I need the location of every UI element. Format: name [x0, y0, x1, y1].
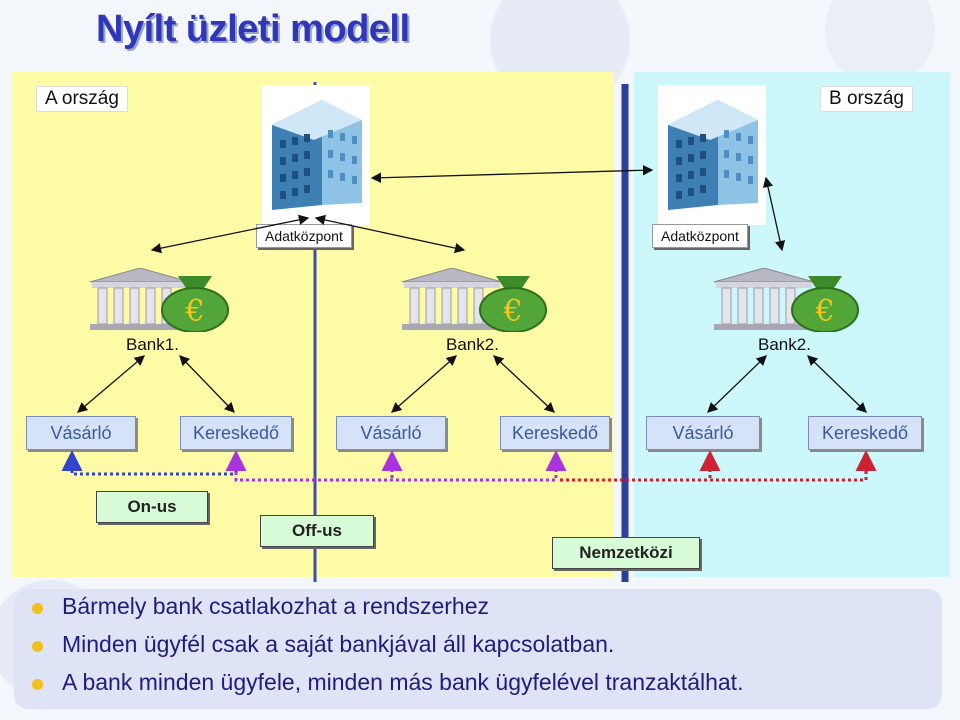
bullet-list: Bármely bank csatlakozhat a rendszerhez …: [14, 589, 942, 709]
slide-title: Nyílt üzleti modell: [96, 8, 410, 50]
datacenter-building-icon: [262, 85, 370, 225]
bank-building-icon: [401, 268, 504, 330]
bank-label: Bank2.: [758, 335, 811, 354]
on-us-box: On-us: [96, 491, 208, 523]
role-box-buyer: Vásárló: [646, 416, 760, 450]
international-box: Nemzetközi: [552, 537, 700, 569]
euro-money-bag-icon: €: [791, 276, 859, 332]
off-us-box: Off-us: [260, 515, 374, 547]
country-a-label: A ország: [36, 86, 128, 112]
bullet-dot: [32, 641, 43, 652]
bullet-dot: [32, 679, 43, 690]
bank-label: Bank1.: [126, 335, 179, 354]
datacenter-label: Adatközpont: [652, 224, 748, 248]
datacenter-label: Adatközpont: [256, 224, 352, 248]
bullet-dot: [32, 603, 43, 614]
bullet-item: A bank minden ügyfele, minden más bank ü…: [62, 669, 744, 695]
role-box-buyer: Vásárló: [336, 416, 446, 450]
datacenter-building-icon: [658, 85, 766, 225]
svg-text:€: €: [184, 294, 204, 329]
bullet-item: Minden ügyfél csak a saját bankjával áll…: [62, 631, 615, 657]
bullet-item: Bármely bank csatlakozhat a rendszerhez: [62, 593, 489, 619]
country-b-label: B ország: [820, 86, 913, 112]
svg-text:€: €: [814, 294, 834, 329]
svg-text:€: €: [502, 294, 522, 329]
role-box-merchant: Kereskedő: [808, 416, 922, 450]
role-box-merchant: Kereskedő: [180, 416, 292, 450]
bank-building-icon: [713, 268, 816, 330]
euro-money-bag-icon: €: [161, 276, 229, 332]
role-box-merchant: Kereskedő: [500, 416, 610, 450]
bank-label: Bank2.: [446, 335, 499, 354]
role-box-buyer: Vásárló: [26, 416, 136, 450]
euro-money-bag-icon: €: [479, 276, 547, 332]
